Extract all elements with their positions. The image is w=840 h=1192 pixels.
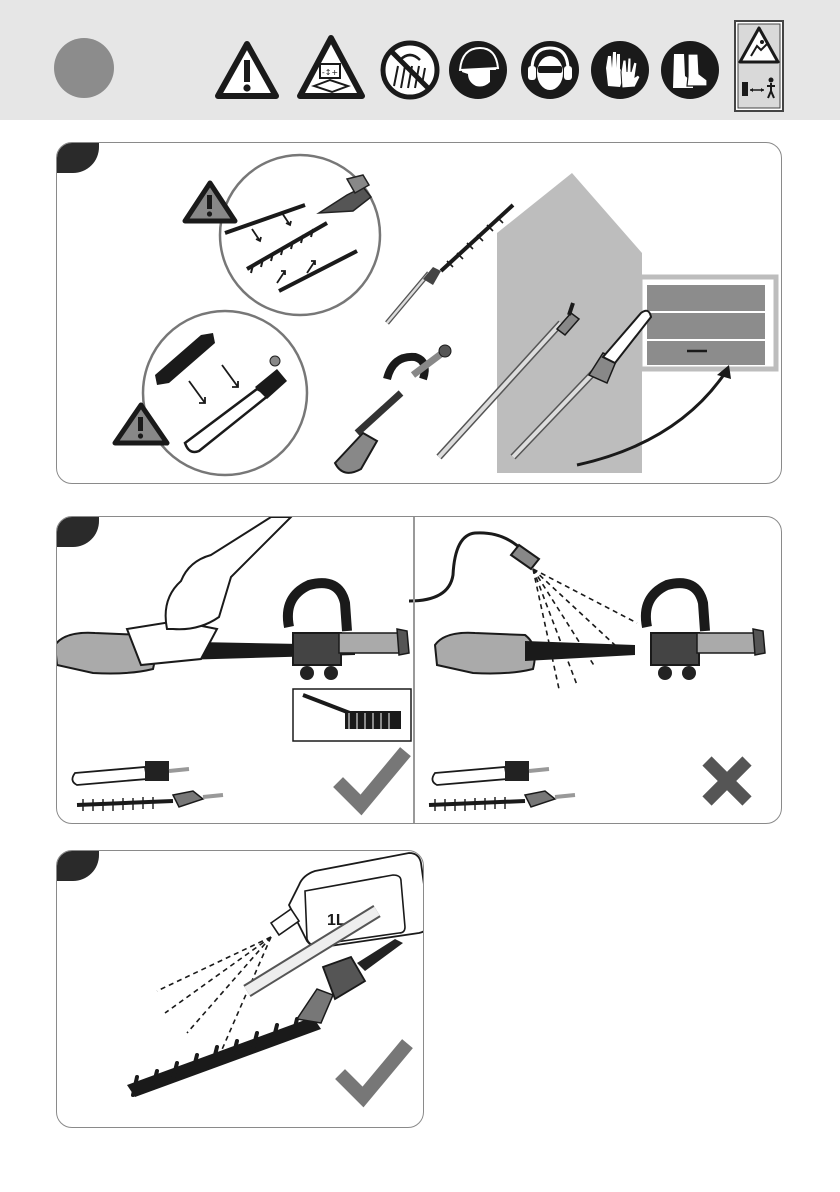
hedge-trimmer-attachment	[387, 205, 513, 323]
eye-ear-protection-icon	[520, 40, 580, 100]
small-chainsaw-left	[72, 761, 189, 785]
storage-panel	[56, 142, 782, 484]
warning-icon	[214, 40, 280, 100]
chain-cover-detail-circle	[143, 311, 307, 475]
cleaning-panel	[56, 516, 782, 824]
read-manual-icon: -↕+	[296, 34, 366, 100]
small-chainsaw-right	[432, 761, 549, 785]
oiling-panel: 1L	[56, 850, 424, 1128]
safety-header: -↕+	[0, 0, 840, 120]
bystander-distance-icon	[734, 20, 784, 112]
check-icon-oil	[345, 1049, 403, 1097]
no-rain-icon	[380, 40, 440, 100]
boots-icon	[660, 40, 720, 100]
panel-divider	[413, 517, 415, 823]
gloves-icon	[590, 40, 650, 100]
cross-icon-right	[707, 761, 747, 801]
check-icon-left	[343, 757, 401, 805]
engine-unit	[335, 345, 451, 473]
svg-text:-↕+: -↕+	[322, 68, 338, 77]
storage-illustration	[57, 143, 781, 483]
cleaning-illustration	[57, 517, 781, 823]
helmet-icon	[448, 40, 508, 100]
garage-slot-3	[647, 341, 765, 365]
garage-slot-1	[647, 285, 765, 311]
garage-slot-2	[647, 313, 765, 339]
oiling-illustration: 1L	[57, 851, 423, 1127]
brush-icon	[293, 689, 411, 741]
engine-body-left	[57, 583, 409, 680]
section-badge	[54, 38, 114, 98]
small-hedge-left	[77, 791, 223, 811]
small-hedge-right	[429, 791, 575, 811]
hand-with-cloth	[127, 517, 291, 665]
